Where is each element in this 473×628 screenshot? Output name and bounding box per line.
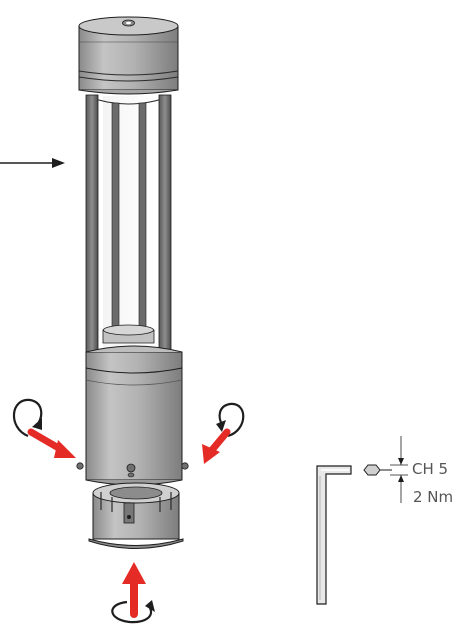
base-flange bbox=[88, 482, 184, 549]
bollard-luminaire bbox=[76, 16, 189, 549]
top-cap bbox=[78, 16, 179, 95]
hex-size-label: CH 5 bbox=[412, 460, 448, 478]
diffuser-section bbox=[85, 94, 172, 358]
rotation-arrow-left-icon bbox=[12, 398, 76, 458]
rotation-arrow-bottom-icon bbox=[111, 562, 155, 624]
hex-tip-detail bbox=[363, 436, 408, 503]
arrow-right-icon bbox=[0, 158, 65, 168]
torque-label: 2 Nm bbox=[413, 488, 453, 506]
allen-key-icon bbox=[316, 465, 352, 605]
lower-body bbox=[76, 345, 189, 486]
rotation-arrow-right-icon bbox=[202, 402, 245, 464]
